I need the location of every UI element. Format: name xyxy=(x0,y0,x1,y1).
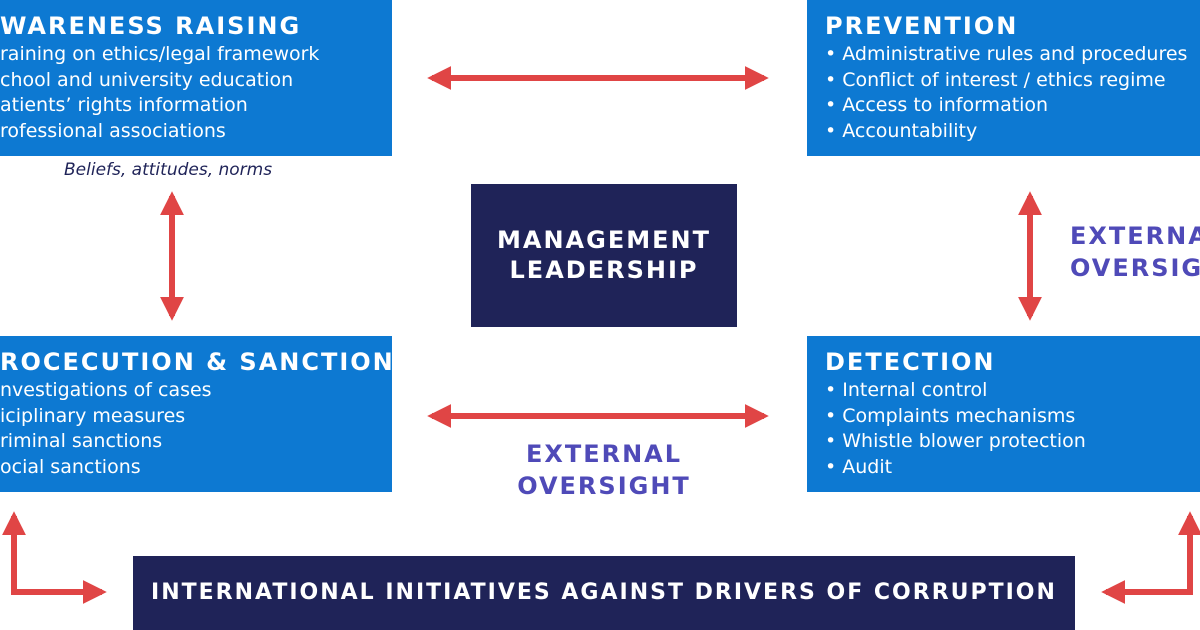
prevention-items: • Administrative rules and procedures • … xyxy=(825,42,1187,144)
prosecution-sanctions-box: ROCECUTION & SANCTIONS nvestigations of … xyxy=(0,336,412,492)
external-oversight-right-line2: OVERSIGH xyxy=(1070,254,1200,282)
beliefs-caption: Beliefs, attitudes, norms xyxy=(64,160,273,180)
list-item: • Whistle blower protection xyxy=(825,430,1086,452)
list-item: iciplinary measures xyxy=(0,404,186,427)
prosecution-sanctions-title: ROCECUTION & SANCTIONS xyxy=(0,348,415,376)
international-initiatives-label: INTERNATIONAL INITIATIVES AGAINST DRIVER… xyxy=(151,580,1057,605)
external-oversight-center-line1: EXTERNAL xyxy=(525,440,683,468)
list-item: • Accountability xyxy=(825,119,978,142)
list-item: chool and university education xyxy=(0,68,294,91)
management-label: MANAGEMENT xyxy=(497,226,711,254)
list-item: • Audit xyxy=(825,455,893,478)
detection-title: DETECTION xyxy=(825,348,996,376)
list-item: riminal sanctions xyxy=(0,430,163,452)
detection-box: DETECTION • Internal control • Complaint… xyxy=(807,336,1200,492)
international-initiatives-box: INTERNATIONAL INITIATIVES AGAINST DRIVER… xyxy=(133,556,1075,630)
detection-items: • Internal control • Complaints mechanis… xyxy=(825,378,1086,480)
list-item: • Conflict of interest / ethics regime xyxy=(825,68,1166,91)
list-item: rofessional associations xyxy=(0,119,226,142)
external-oversight-right-label: EXTERNA OVERSIGH xyxy=(1070,220,1200,284)
arrow-left-elbow xyxy=(2,511,107,604)
list-item: • Internal control xyxy=(825,379,988,401)
list-item: raining on ethics/legal framework xyxy=(0,43,320,65)
management-leadership-box: MANAGEMENT LEADERSHIP xyxy=(471,184,737,327)
leadership-label: LEADERSHIP xyxy=(509,256,699,284)
list-item: • Administrative rules and procedures xyxy=(825,43,1188,65)
external-oversight-center-label: EXTERNAL OVERSIGHT xyxy=(474,438,734,502)
external-oversight-right-line1: EXTERNA xyxy=(1070,222,1200,250)
arrow-right-elbow xyxy=(1101,511,1200,604)
list-item: • Complaints mechanisms xyxy=(825,404,1076,427)
awareness-raising-box: WARENESS RAISING raining on ethics/legal… xyxy=(0,0,392,156)
awareness-raising-items: raining on ethics/legal framework chool … xyxy=(0,42,319,144)
list-item: atients’ rights information xyxy=(0,94,248,116)
awareness-raising-title: WARENESS RAISING xyxy=(0,12,302,40)
prevention-title: PREVENTION xyxy=(825,12,1019,40)
external-oversight-center-line2: OVERSIGHT xyxy=(517,472,691,500)
prosecution-sanctions-items: nvestigations of cases iciplinary measur… xyxy=(0,378,212,480)
list-item: nvestigations of cases xyxy=(0,379,212,401)
list-item: ocial sanctions xyxy=(0,455,141,478)
list-item: • Access to information xyxy=(825,94,1049,116)
prevention-box: PREVENTION • Administrative rules and pr… xyxy=(807,0,1200,156)
